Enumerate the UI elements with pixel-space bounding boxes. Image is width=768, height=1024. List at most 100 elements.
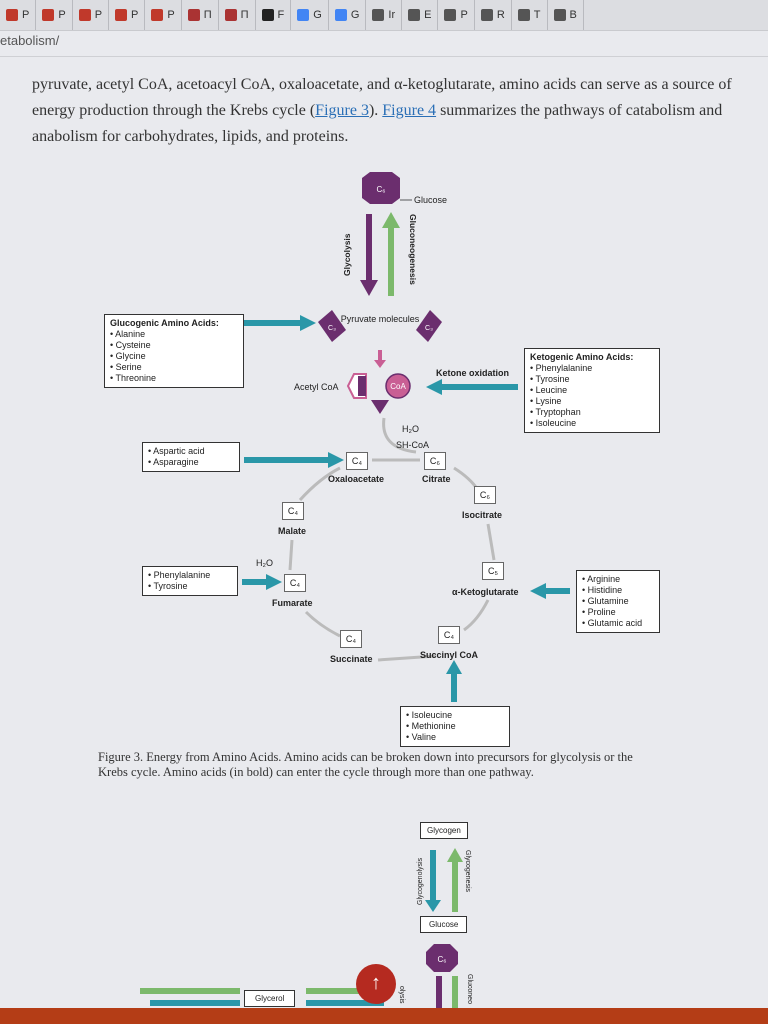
sh-coa-label: SH-CoA: [396, 440, 429, 450]
tab-label: B: [569, 9, 577, 21]
glucogenic-arrow-shaft: [244, 320, 302, 326]
amino-acid-name: Glutamic acid: [587, 618, 643, 628]
pyruvate-c3-right: [416, 310, 442, 342]
amino-acid-item: • Cysteine: [110, 340, 238, 351]
tab-label: G: [313, 9, 322, 21]
amino-acid-name: Leucine: [535, 385, 568, 395]
amino-acid-name: Cysteine: [115, 340, 151, 350]
coa-circle: [385, 373, 411, 399]
browser-tab[interactable]: П: [219, 0, 256, 30]
bullet: •: [110, 340, 116, 350]
browser-tab[interactable]: G: [291, 0, 329, 30]
tab-label: P: [460, 9, 468, 21]
akg-to-succinyl-arrow: [463, 599, 490, 632]
pyruvate-c3-left-label: C₃: [328, 325, 336, 332]
aspartic-arrow-head: [328, 452, 344, 468]
browser-tab[interactable]: P: [36, 0, 73, 30]
amino-acid-name: Valine: [411, 732, 437, 742]
fig4-teal-line-right: [306, 1000, 384, 1006]
acetyl-coa-label: Acetyl CoA: [294, 382, 339, 392]
succinyl-c4-box: C₄: [438, 626, 460, 644]
tab-label: T: [533, 9, 541, 21]
tab-label: E: [424, 9, 432, 21]
browser-tab[interactable]: E: [402, 0, 439, 30]
bullet: •: [406, 710, 412, 720]
taskbar: [0, 1008, 768, 1024]
coa-label: CoA: [390, 382, 406, 391]
amino-acid-item: • Threonine: [110, 373, 238, 384]
tab-favicon-icon: [334, 9, 347, 21]
amino-acid-name: Proline: [587, 607, 616, 617]
fig4-down-arrow: [436, 976, 442, 1008]
phenyl-list: • Phenylalanine• Tyrosine: [148, 570, 232, 592]
paragraph-text: summarizes the pathways of catabolism an…: [32, 102, 723, 145]
fig4-gluconeo-label: Gluconeo: [466, 974, 473, 1004]
browser-tab[interactable]: R: [475, 0, 512, 30]
glycogen-box: Glycogen: [420, 822, 468, 839]
ketone-arrow-head: [426, 379, 442, 395]
browser-tab[interactable]: P: [145, 0, 182, 30]
amino-acid-item: • Glutamic acid: [582, 618, 654, 629]
browser-tab[interactable]: B: [548, 0, 584, 30]
glucose-c6-label: C₆: [376, 185, 385, 194]
amino-acid-name: Serine: [115, 362, 142, 372]
glycogenesis-label: Glycogenesis: [464, 850, 471, 893]
tab-favicon-icon: [78, 9, 91, 21]
figure-3-link[interactable]: Figure 3: [315, 102, 369, 119]
fig4-lysis-label: olysis: [398, 986, 405, 1004]
phenyl-arrow-shaft: [242, 579, 268, 585]
akg-c5-box: C₅: [482, 562, 504, 580]
citrate-label: Citrate: [422, 474, 451, 484]
isocitrate-label: Isocitrate: [462, 510, 503, 520]
tab-favicon-icon: [6, 9, 18, 21]
figure-4-link[interactable]: Figure 4: [382, 102, 437, 119]
phenyl-arrow-head: [266, 574, 282, 590]
glucogenic-amino-acids-box: Glucogenic Amino Acids: • Alanine• Cyste…: [104, 314, 244, 388]
glycolysis-label: Glycolysis: [342, 233, 352, 276]
bullet: •: [148, 457, 154, 467]
amino-acid-name: Phenylalanine: [535, 363, 593, 373]
gluconeogenesis-arrow-shaft: [388, 226, 394, 296]
malate-label: Malate: [278, 526, 307, 536]
browser-tab[interactable]: P: [0, 0, 37, 30]
amino-acid-item: • Glutamine: [582, 596, 654, 607]
akg-group-arrow-shaft: [544, 588, 570, 594]
browser-tab[interactable]: P: [73, 0, 110, 30]
tab-favicon-icon: [115, 9, 128, 21]
akg-amino-acids-box: • Arginine• Histidine• Glutamine• Prolin…: [576, 570, 660, 633]
citrate-c6-box: C₆: [424, 452, 446, 470]
tab-favicon-icon: [408, 9, 421, 21]
amino-acid-name: Lysine: [535, 396, 562, 406]
glycogenolysis-arrow-head: [425, 900, 441, 912]
tab-label: P: [58, 9, 66, 21]
akg-list: • Arginine• Histidine• Glutamine• Prolin…: [582, 574, 654, 629]
amino-acid-name: Methionine: [411, 721, 456, 731]
pyruvate-to-acetyl-arrow-head: [374, 360, 386, 368]
bullet: •: [582, 574, 588, 584]
amino-acid-item: • Isoleucine: [406, 710, 504, 721]
browser-tab[interactable]: G: [329, 0, 367, 30]
h2o-label-bottom: H₂O: [256, 558, 273, 568]
amino-acid-item: • Asparagine: [148, 457, 234, 468]
amino-acid-name: Threonine: [115, 373, 157, 383]
amino-acid-name: Histidine: [587, 585, 623, 595]
browser-tab[interactable]: П: [182, 0, 219, 30]
phenylalanine-box: • Phenylalanine• Tyrosine: [142, 566, 238, 596]
glucose-hexagon: [362, 172, 400, 204]
tab-favicon-icon: [517, 9, 530, 21]
browser-tab[interactable]: P: [438, 0, 475, 30]
tab-label: R: [496, 9, 505, 21]
tab-label: P: [22, 9, 30, 21]
akg-group-arrow-head: [530, 583, 546, 599]
browser-tab[interactable]: Ir: [366, 0, 403, 30]
amino-acid-name: Alanine: [115, 329, 146, 339]
ketogenic-amino-acids-box: Ketogenic Amino Acids: • Phenylalanine• …: [524, 348, 660, 433]
tab-favicon-icon: [224, 9, 237, 21]
bullet: •: [148, 446, 154, 456]
browser-tab[interactable]: P: [109, 0, 146, 30]
scroll-to-top-button[interactable]: ↑: [356, 964, 396, 1004]
browser-tab[interactable]: T: [512, 0, 548, 30]
amino-acid-name: Glycine: [115, 351, 146, 361]
browser-tab[interactable]: F: [256, 0, 292, 30]
amino-acid-name: Isoleucine: [535, 418, 577, 428]
